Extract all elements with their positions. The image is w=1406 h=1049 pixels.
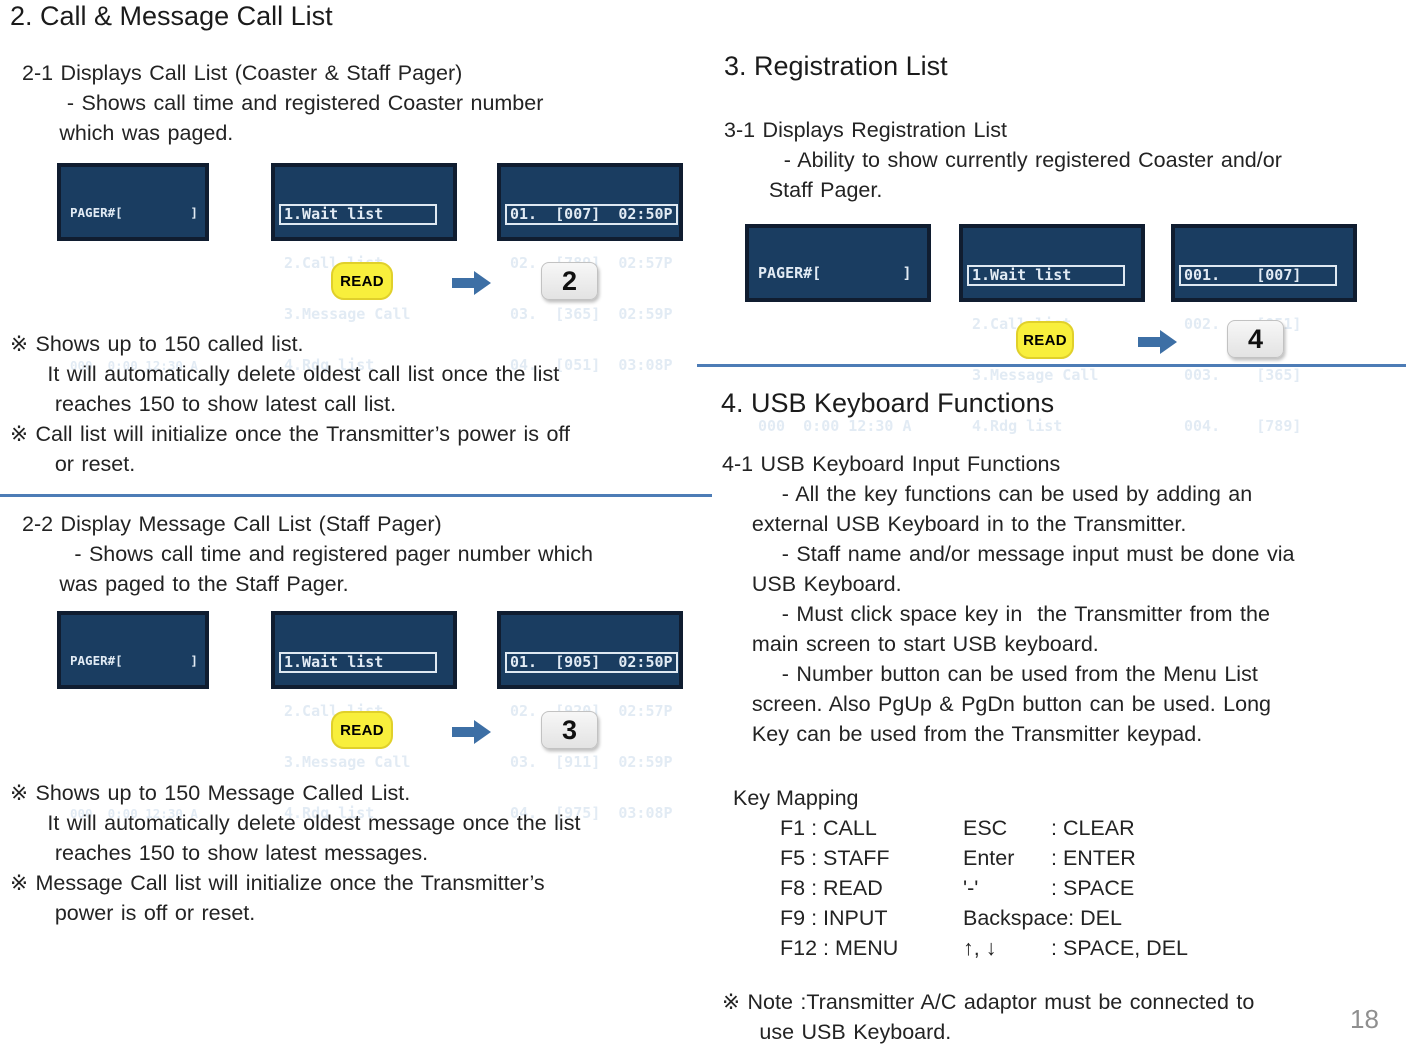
fkey-label: F1 : CALL: [780, 816, 877, 840]
key-action: : SPACE, DEL: [1051, 936, 1189, 960]
lcd-line: 4.Rdg list: [972, 417, 1063, 435]
lcd-screen-call-list: 01. [007] 02:50P 02. [789] 02:57P 03. [3…: [497, 163, 683, 374]
lcd-selection-box: 001. [007]: [1179, 265, 1338, 286]
section-2-2-notes: ※ Shows up to 150 Message Called List. I…: [10, 781, 581, 925]
key-name: '-': [963, 876, 979, 900]
section-4-1-text: 4-1 USB Keyboard Input Functions - All t…: [722, 452, 1295, 746]
lcd-screen-menu-1: 1.Wait list 2.Call list 3.Message Call 4…: [271, 163, 457, 374]
lcd-line: 3.Message Call: [972, 366, 1099, 384]
section-2-title: 2. Call & Message Call List: [10, 1, 333, 31]
lcd-line: 4.Rdg list: [284, 356, 375, 374]
fkey-label: F9 : INPUT: [780, 906, 888, 930]
key-mapping-heading: Key Mapping: [733, 786, 859, 810]
fkey-label: F8 : READ: [780, 876, 883, 900]
section-2-1-text: 2-1 Displays Call List (Coaster & Staff …: [22, 61, 544, 145]
section-3-title: 3. Registration List: [724, 51, 948, 81]
lcd-line: 3.Message Call: [284, 305, 411, 323]
read-button-3: READ: [1016, 321, 1074, 359]
lcd-line: 03. [911] 02:59P: [510, 753, 673, 771]
key-mapping-rows: F1 : CALL ESC : CLEAR F5 : STAFF Enter :…: [780, 813, 1188, 963]
key-action: : SPACE: [1051, 876, 1135, 900]
read-button-2: READ: [331, 711, 393, 749]
lcd-line: [70, 703, 199, 720]
section-2-2-text: 2-2 Display Message Call List (Staff Pag…: [22, 512, 594, 596]
lcd-screen-menu-3: 1.Wait list 2.Call list 3.Message Call 4…: [959, 224, 1145, 435]
key-mapping-row: F8 : READ '-' : SPACE: [780, 873, 1188, 903]
lcd-selection-box: 1.Wait list: [279, 652, 438, 673]
step-number-badge-2: 2: [541, 262, 598, 300]
lcd-line: 000 0:00 12:30 A: [758, 417, 912, 435]
lcd-line: [70, 754, 199, 771]
lcd-line: 000 0:00 12:30 A: [70, 806, 198, 821]
lcd-screen-message-call-list: 01. [905] 02:50P 02. [920] 02:57P 03. [9…: [497, 611, 683, 822]
lcd-line-selected: 01. [007] 02:50P: [505, 204, 678, 225]
lcd-line: 03. [365] 02:59P: [510, 305, 673, 323]
lcd-selection-box: 01. [007] 02:50P: [505, 204, 678, 225]
key-mapping-row: F1 : CALL ESC : CLEAR: [780, 813, 1188, 843]
step-number-badge-3: 3: [541, 711, 598, 749]
lcd-selection-box: 1.Wait list: [279, 204, 438, 225]
lcd-screen-registration-list: 001. [007] 002. [051] 003. [365] 004. [7…: [1171, 224, 1357, 435]
lcd-line-selected: 1.Wait list: [279, 204, 447, 225]
key-mapping-row: F5 : STAFF Enter : ENTER: [780, 843, 1188, 873]
lcd-line: PAGER#[ ]: [758, 264, 912, 282]
section-2-1-notes: ※ Shows up to 150 called list. It will a…: [10, 332, 570, 476]
section-4-note: ※ Note :Transmitter A/C adaptor must be …: [722, 990, 1255, 1044]
lcd-line: PAGER#[ ]: [70, 653, 198, 668]
key-mapping-row: F12 : MENU ↑, ↓ : SPACE, DEL: [780, 933, 1188, 963]
lcd-line-selected: 001. [007]: [1179, 265, 1347, 286]
separator-line-left: [0, 494, 712, 497]
key-action: : CLEAR: [1051, 816, 1135, 840]
lcd-line: 3.Message Call: [284, 753, 411, 771]
key-name: ESC: [963, 816, 1008, 840]
arrow-right-icon-3: [1138, 330, 1178, 354]
key-action: : ENTER: [1051, 846, 1136, 870]
key-action: : DEL: [1068, 906, 1122, 930]
arrow-right-icon-2: [452, 720, 492, 744]
lcd-line: 4.Rdg list: [284, 804, 375, 822]
section-3-1-text: 3-1 Displays Registration List - Ability…: [724, 118, 1282, 202]
key-name: Backspace: [963, 906, 1069, 930]
step-number-badge-4: 4: [1227, 320, 1284, 358]
lcd-line: 004. [789]: [1184, 417, 1302, 435]
fkey-label: F5 : STAFF: [780, 846, 890, 870]
lcd-line: 003. [365]: [1184, 366, 1302, 384]
lcd-line: [70, 255, 199, 272]
lcd-line: [758, 316, 921, 333]
section-4-title: 4. USB Keyboard Functions: [721, 388, 1055, 418]
lcd-selection-box: 01. [905] 02:50P: [505, 652, 678, 673]
page-number: 18: [1350, 1004, 1379, 1034]
key-mapping-table: Key Mapping F1 : CALL ESC : CLEAR F5 : S…: [733, 783, 1188, 963]
key-name: ↑, ↓: [963, 936, 1003, 960]
lcd-line: [70, 306, 199, 323]
lcd-selection-box: 1.Wait list: [967, 265, 1126, 286]
lcd-screen-pager-home-1: PAGER#[ ] 000 0:00 12:30 A: [57, 163, 209, 373]
lcd-line-selected: 01. [905] 02:50P: [505, 652, 678, 673]
arrow-right-icon-1: [452, 271, 492, 295]
lcd-screen-pager-home-3: PAGER#[ ] 000 0:00 12:30 A: [745, 224, 931, 435]
lcd-line: PAGER#[ ]: [70, 205, 198, 220]
lcd-line: [758, 367, 921, 384]
key-name: Enter: [963, 846, 1015, 870]
lcd-line: 000 0:00 12:30 A: [70, 358, 198, 373]
lcd-screen-menu-2: 1.Wait list 2.Call list 3.Message Call 4…: [271, 611, 457, 822]
separator-line-right: [697, 364, 1406, 367]
lcd-screen-pager-home-2: PAGER#[ ] 000 0:00 12:30 A: [57, 611, 209, 821]
fkey-label: F12 : MENU: [780, 936, 899, 960]
lcd-line: 04. [051] 03:08P: [510, 356, 673, 374]
lcd-line: 04. [975] 03:08P: [510, 804, 673, 822]
read-button-1: READ: [331, 262, 393, 300]
key-mapping-row: F9 : INPUT Backspace : DEL: [780, 903, 1188, 933]
lcd-line-selected: 1.Wait list: [967, 265, 1135, 286]
lcd-line-selected: 1.Wait list: [279, 652, 447, 673]
